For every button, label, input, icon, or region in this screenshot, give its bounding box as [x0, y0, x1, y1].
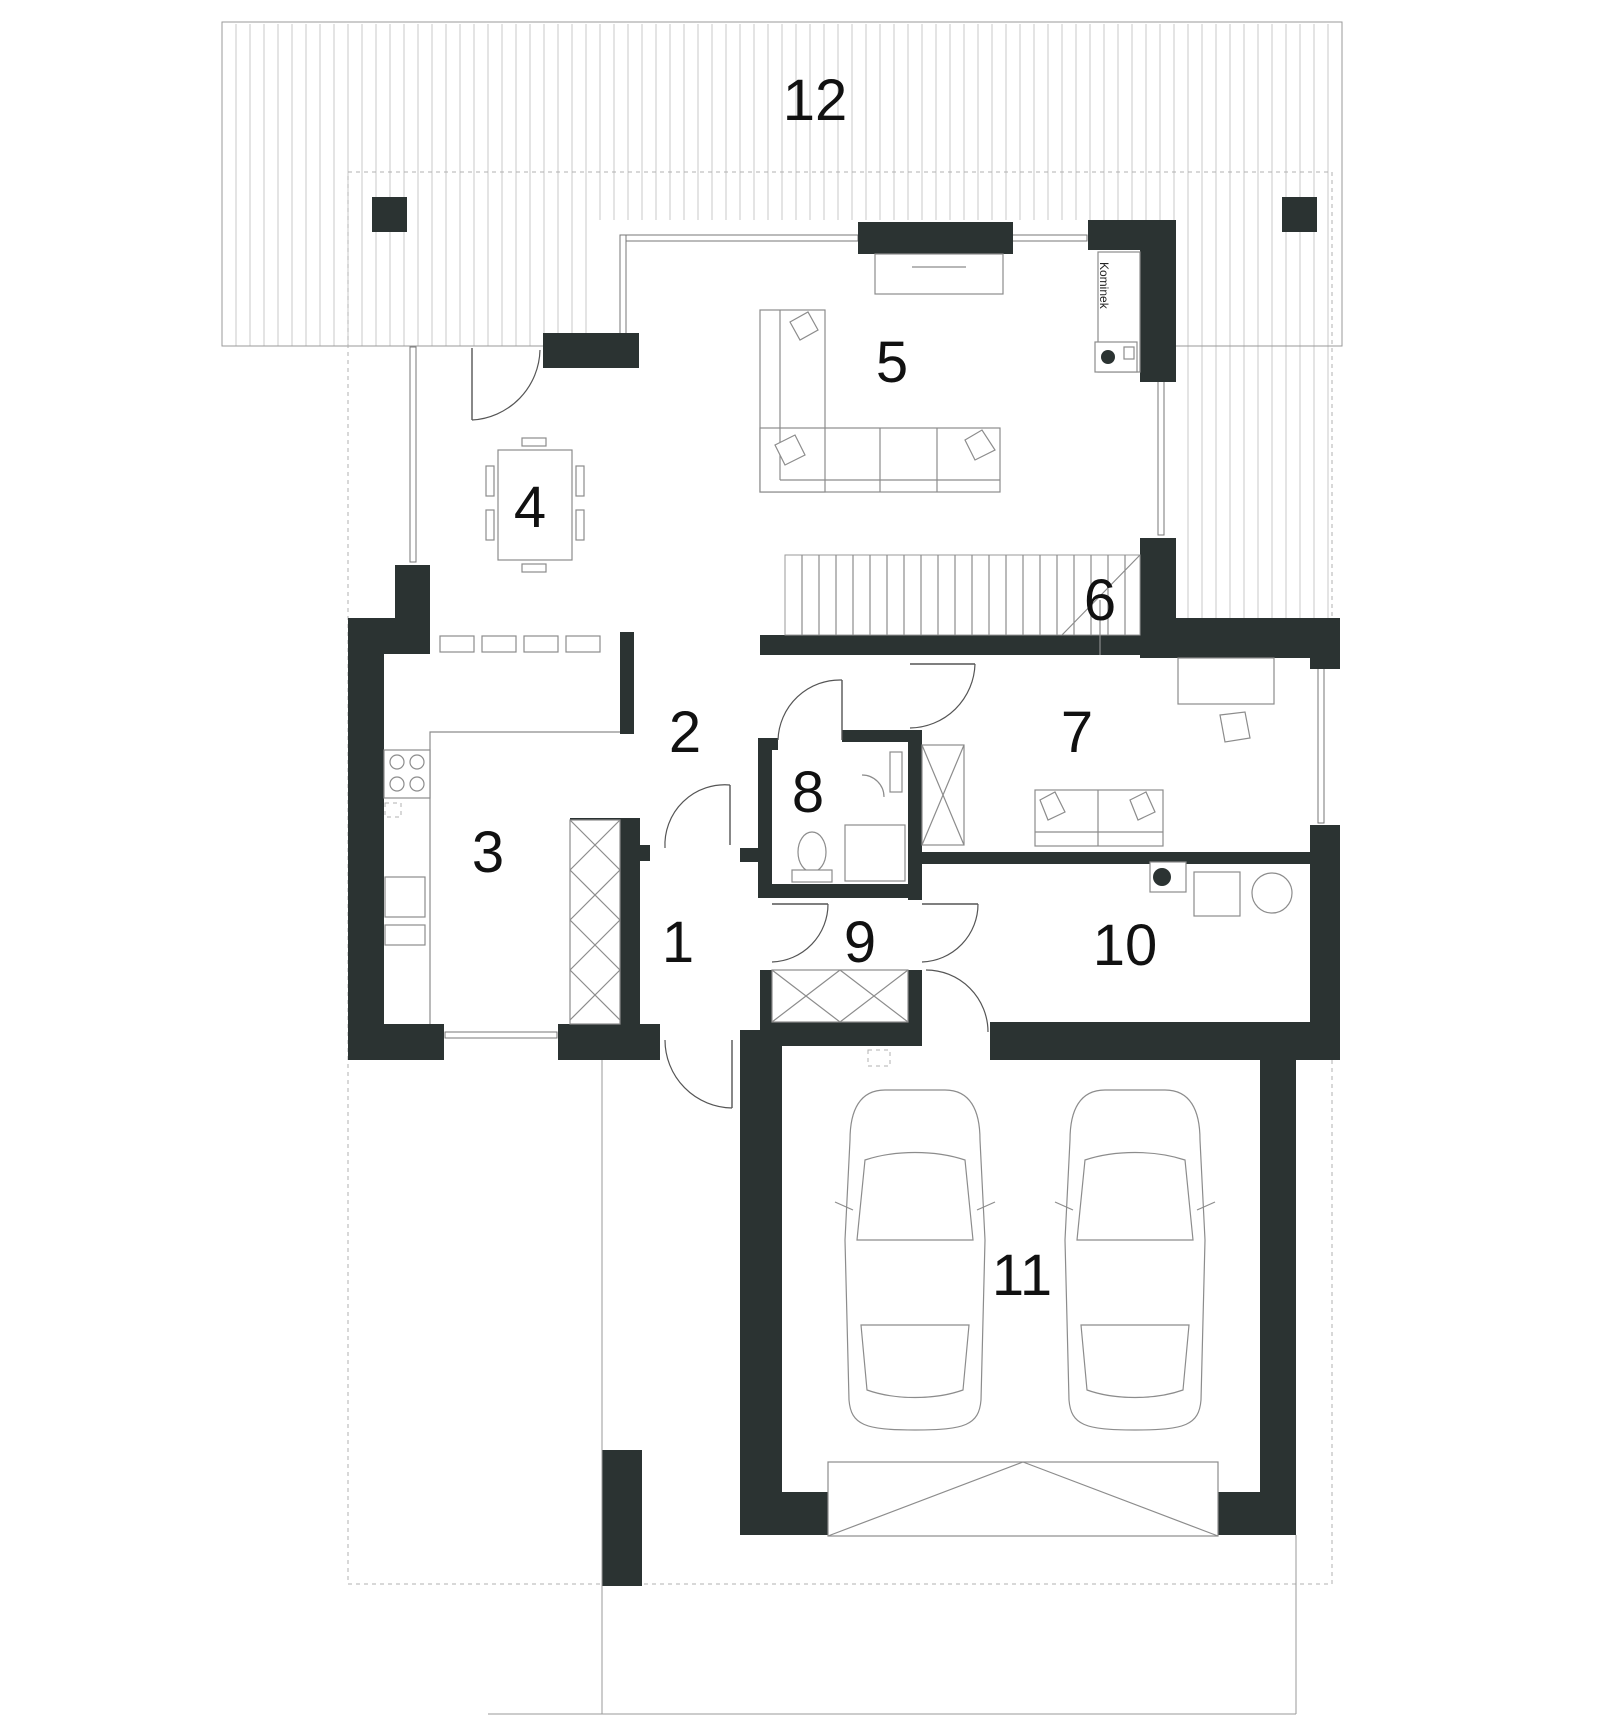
doors[interactable] — [471, 348, 989, 1109]
room-number-11: 11 — [992, 1243, 1052, 1308]
staircase — [784, 554, 1141, 655]
pantry-cabinet — [569, 819, 621, 1025]
room-number-2: 2 — [669, 700, 701, 765]
terrace — [221, 21, 1343, 1585]
terrace-decking — [235, 24, 1329, 618]
utility-fixtures — [1149, 861, 1293, 917]
fireplace: Kominek — [1094, 251, 1141, 373]
room-number-10: 10 — [1093, 913, 1158, 978]
kitchen-counter — [383, 731, 620, 1024]
fireplace-label: Kominek — [1097, 262, 1111, 310]
dining-table — [485, 437, 585, 573]
room-number-3: 3 — [472, 820, 504, 885]
car-left — [834, 1089, 996, 1431]
wc-fixtures — [791, 751, 906, 883]
garage-door[interactable] — [827, 1461, 1219, 1537]
post-right — [1282, 197, 1317, 232]
bar-stools — [439, 635, 601, 653]
room-number-7: 7 — [1061, 700, 1093, 765]
room-number-6: 6 — [1084, 568, 1116, 633]
car-right — [1054, 1089, 1216, 1431]
room-number-5: 5 — [876, 330, 908, 395]
study-furniture — [921, 657, 1275, 847]
tv-cabinet — [874, 253, 1004, 295]
room-number-12: 12 — [783, 68, 848, 133]
room-number-1: 1 — [662, 910, 694, 975]
room-number-4: 4 — [514, 475, 546, 540]
sofa — [759, 309, 1001, 493]
walls — [348, 220, 1340, 1586]
room-number-9: 9 — [844, 910, 876, 975]
room-number-8: 8 — [792, 760, 824, 825]
hall-wardrobe — [771, 969, 909, 1023]
post-left — [372, 197, 407, 232]
room-labels: 1 2 3 4 5 6 7 8 9 10 11 12 — [472, 68, 1157, 1308]
